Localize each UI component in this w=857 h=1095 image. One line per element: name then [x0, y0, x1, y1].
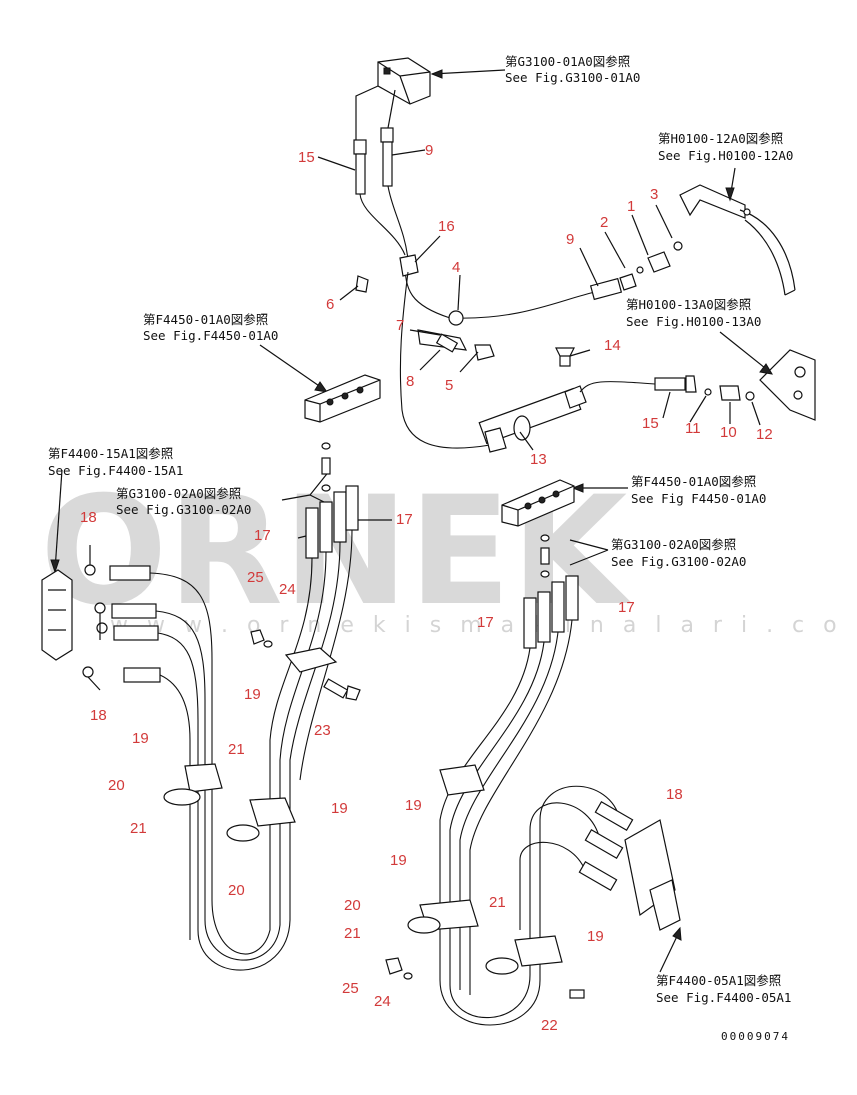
part-number: 17 — [396, 511, 413, 528]
part-number: 23 — [314, 722, 331, 739]
ref-h0100-12a0-en: See Fig.H0100-12A0 — [658, 148, 793, 163]
part-number: 17 — [254, 527, 271, 544]
part-number: 3 — [650, 186, 658, 203]
leader-lines — [50, 69, 773, 973]
ref-g3100-01a0-jp: 第G3100-01A0図参照 — [505, 54, 630, 69]
part-number: 8 — [406, 373, 414, 390]
part-number: 21 — [228, 741, 245, 758]
part-number: 19 — [587, 928, 604, 945]
ref-h0100-12a0-jp: 第H0100-12A0図参照 — [658, 131, 783, 146]
part-number: 6 — [326, 296, 334, 313]
part-number: 21 — [489, 894, 506, 911]
part-number: 19 — [405, 797, 422, 814]
part-number: 4 — [452, 259, 460, 276]
ref-f4400-15a1-jp: 第F4400-15A1図参照 — [48, 446, 173, 461]
reference-labels: 第G3100-01A0図参照 See Fig.G3100-01A0 第H0100… — [48, 54, 793, 1005]
ref-g3100-02a0-left-jp: 第G3100-02A0図参照 — [116, 486, 241, 501]
part-number: 15 — [642, 415, 659, 432]
part-number: 17 — [477, 614, 494, 631]
part-number: 16 — [438, 218, 455, 235]
ref-f4450-01a0-left-jp: 第F4450-01A0図参照 — [143, 312, 268, 327]
part-number: 19 — [331, 800, 348, 817]
part-number: 21 — [344, 925, 361, 942]
ref-f4400-05a1-en: See Fig.F4400-05A1 — [656, 990, 791, 1005]
ref-h0100-13a0-jp: 第H0100-13A0図参照 — [626, 297, 751, 312]
part-number: 15 — [298, 149, 315, 166]
part-number: 19 — [390, 852, 407, 869]
part-number: 9 — [566, 231, 574, 248]
part-number: 13 — [530, 451, 547, 468]
ref-g3100-02a0-right-jp: 第G3100-02A0図参照 — [611, 537, 736, 552]
drawing-code: 00009074 — [721, 1030, 790, 1043]
right-hose-assembly — [385, 479, 681, 1026]
part-number: 18 — [90, 707, 107, 724]
part-number: 10 — [720, 424, 737, 441]
part-number: 24 — [374, 993, 391, 1010]
part-number: 22 — [541, 1017, 558, 1034]
part-number: 2 — [600, 214, 608, 231]
part-number: 9 — [425, 142, 433, 159]
ref-h0100-13a0-en: See Fig.H0100-13A0 — [626, 314, 761, 329]
part-number: 14 — [604, 337, 621, 354]
part-number: 21 — [130, 820, 147, 837]
part-number: 7 — [396, 317, 404, 334]
part-number: 25 — [247, 569, 264, 586]
ref-f4400-15a1-en: See Fig.F4400-15A1 — [48, 463, 183, 478]
part-number: 12 — [756, 426, 773, 443]
ref-f4400-05a1-jp: 第F4400-05A1図参照 — [656, 973, 781, 988]
part-number: 17 — [618, 599, 635, 616]
ref-g3100-02a0-left-en: See Fig.G3100-02A0 — [116, 502, 251, 517]
part-number: 19 — [244, 686, 261, 703]
part-number: 18 — [666, 786, 683, 803]
part-number: 20 — [344, 897, 361, 914]
part-number: 24 — [279, 581, 296, 598]
watermark-url: w w w . o r n e k i s m a k i n a l a r … — [110, 613, 857, 638]
ref-f4450-01a0-right-en: See Fig F4450-01A0 — [631, 491, 766, 506]
part-number: 19 — [132, 730, 149, 747]
part-number: 5 — [445, 377, 453, 394]
ref-g3100-02a0-right-en: See Fig.G3100-02A0 — [611, 554, 746, 569]
ref-f4450-01a0-left-en: See Fig.F4450-01A0 — [143, 328, 278, 343]
ref-f4450-01a0-right-jp: 第F4450-01A0図参照 — [631, 474, 756, 489]
part-number: 11 — [685, 420, 701, 437]
part-number: 20 — [228, 882, 245, 899]
part-number: 20 — [108, 777, 125, 794]
left-hose-assembly — [41, 374, 392, 971]
top-valve-assembly — [353, 57, 816, 453]
part-number: 18 — [80, 509, 97, 526]
ref-g3100-01a0-en: See Fig.G3100-01A0 — [505, 70, 640, 85]
part-number: 1 — [627, 198, 635, 215]
part-number-callouts: 15 9 16 3 1 2 9 4 6 7 8 5 14 15 11 10 12… — [80, 142, 773, 1034]
part-number: 25 — [342, 980, 359, 997]
